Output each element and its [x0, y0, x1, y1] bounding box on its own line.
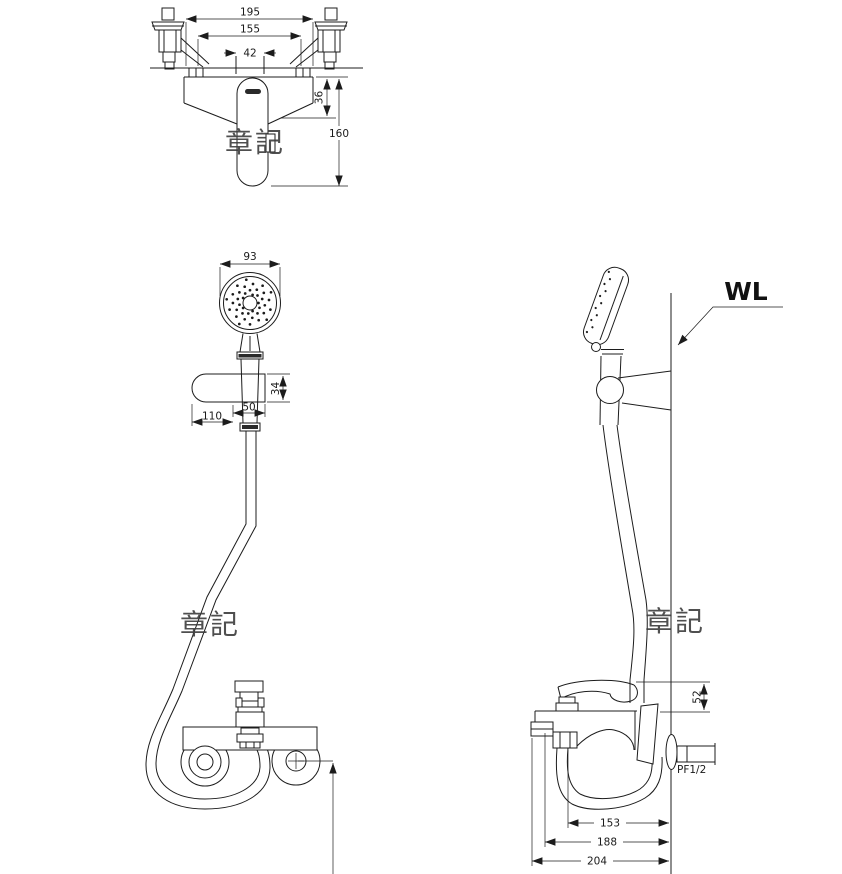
diverter-knob [558, 696, 576, 704]
dim-52: 52 [636, 681, 710, 713]
mixer-side [530, 679, 716, 770]
holder-bracket-side [596, 370, 672, 411]
dim-153-label: 153 [600, 818, 620, 830]
holder-knob [596, 376, 624, 404]
lever-top-edge [557, 679, 635, 688]
dim-204-label: 204 [587, 856, 607, 868]
watermark-top: 章記 [225, 126, 285, 159]
mixer-front [180, 680, 337, 874]
spray-face-dots [585, 270, 612, 334]
dim-50-label: 50 [242, 402, 255, 414]
dim-204: 204 [531, 738, 669, 868]
handle-side-tab [265, 133, 276, 153]
brand-badge [245, 89, 261, 94]
dim-110: 110 [191, 404, 233, 426]
shower-hose-side-loop [555, 747, 663, 810]
dim-36: 36 [281, 76, 348, 119]
union-nuts [188, 68, 311, 77]
shower-hose-front [145, 431, 271, 810]
dim-195: 195 [185, 7, 314, 66]
wall-line-callout: WL [677, 277, 783, 346]
right-union [289, 7, 348, 70]
hand-shower-side [582, 266, 630, 426]
dim-153: 153 [567, 750, 669, 830]
dim-160-label: 160 [329, 128, 349, 140]
lever-handle-top [236, 77, 269, 187]
dim-42-label: 42 [243, 48, 256, 60]
thread-size-label: PF1/2 [677, 764, 706, 776]
wall-line-label: WL [724, 277, 768, 306]
dim-50: 50 [232, 402, 266, 417]
inlet-pipe [676, 745, 716, 763]
dim-155-label: 155 [240, 24, 260, 36]
wall-escutcheon [636, 703, 659, 765]
dim-93: 93 [219, 251, 281, 296]
hand-shower-front [219, 272, 281, 424]
dim-52-label: 52 [692, 690, 704, 703]
dim-188: 188 [544, 733, 669, 849]
dim-34-label: 34 [270, 382, 282, 396]
dim-160: 160 [271, 79, 349, 187]
lever-handle-front [234, 680, 265, 728]
dim-188-label: 188 [597, 837, 617, 849]
dim-42: 42 [224, 48, 276, 60]
dim-36-label: 36 [314, 91, 326, 105]
watermark-side: 章記 [645, 605, 705, 638]
side-view: WL [530, 266, 783, 874]
watermark-front: 章記 [180, 608, 240, 641]
hose-outlet-block [552, 731, 578, 749]
mixer-body-top [183, 76, 314, 125]
dim-93-label: 93 [243, 251, 256, 263]
dim-34: 34 [267, 373, 290, 403]
spray-pattern [225, 278, 273, 326]
wall-flange [665, 734, 678, 770]
shower-holder [191, 373, 266, 403]
dim-110-label: 110 [202, 411, 222, 423]
top-view: 195 155 42 36 160 章記 [150, 7, 363, 187]
shower-hose-side-upper [602, 424, 648, 703]
dim-195-label: 195 [240, 7, 260, 19]
front-view: 93 34 50 [145, 251, 337, 874]
hose-nut [236, 727, 264, 749]
dim-155: 155 [197, 24, 302, 66]
left-union [151, 7, 210, 70]
